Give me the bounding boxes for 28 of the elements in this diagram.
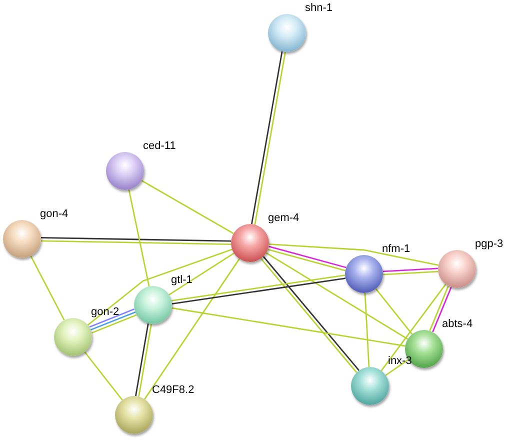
edge-line [268, 244, 439, 266]
edge-line [364, 292, 370, 368]
edge-line [128, 189, 150, 287]
node-label: pgp-3 [475, 238, 504, 251]
edge-line [141, 180, 234, 234]
node-label: gtl-1 [171, 274, 192, 287]
edge-line [87, 248, 232, 326]
node-label: gem-4 [268, 212, 300, 225]
edge-line [40, 240, 232, 245]
node-label: abts-4 [442, 318, 473, 331]
edge-line [383, 270, 438, 276]
node-label: ced-11 [143, 140, 176, 153]
edge-line [380, 284, 446, 372]
edge-line [40, 237, 232, 242]
edge-line [168, 252, 234, 296]
edge-line [138, 324, 152, 397]
edge-line [266, 252, 408, 340]
edge-line [375, 288, 413, 335]
edge-line [135, 323, 149, 396]
edge-line [172, 307, 406, 347]
node-label: nfm-1 [382, 243, 410, 256]
edge-line [30, 256, 65, 320]
edge-line [84, 352, 123, 400]
node-label: shn-1 [305, 2, 333, 15]
edge-line [144, 258, 240, 400]
node-label: C49F8.2 [152, 384, 194, 397]
node-label: gon-4 [40, 208, 68, 221]
edge-line [382, 268, 438, 272]
